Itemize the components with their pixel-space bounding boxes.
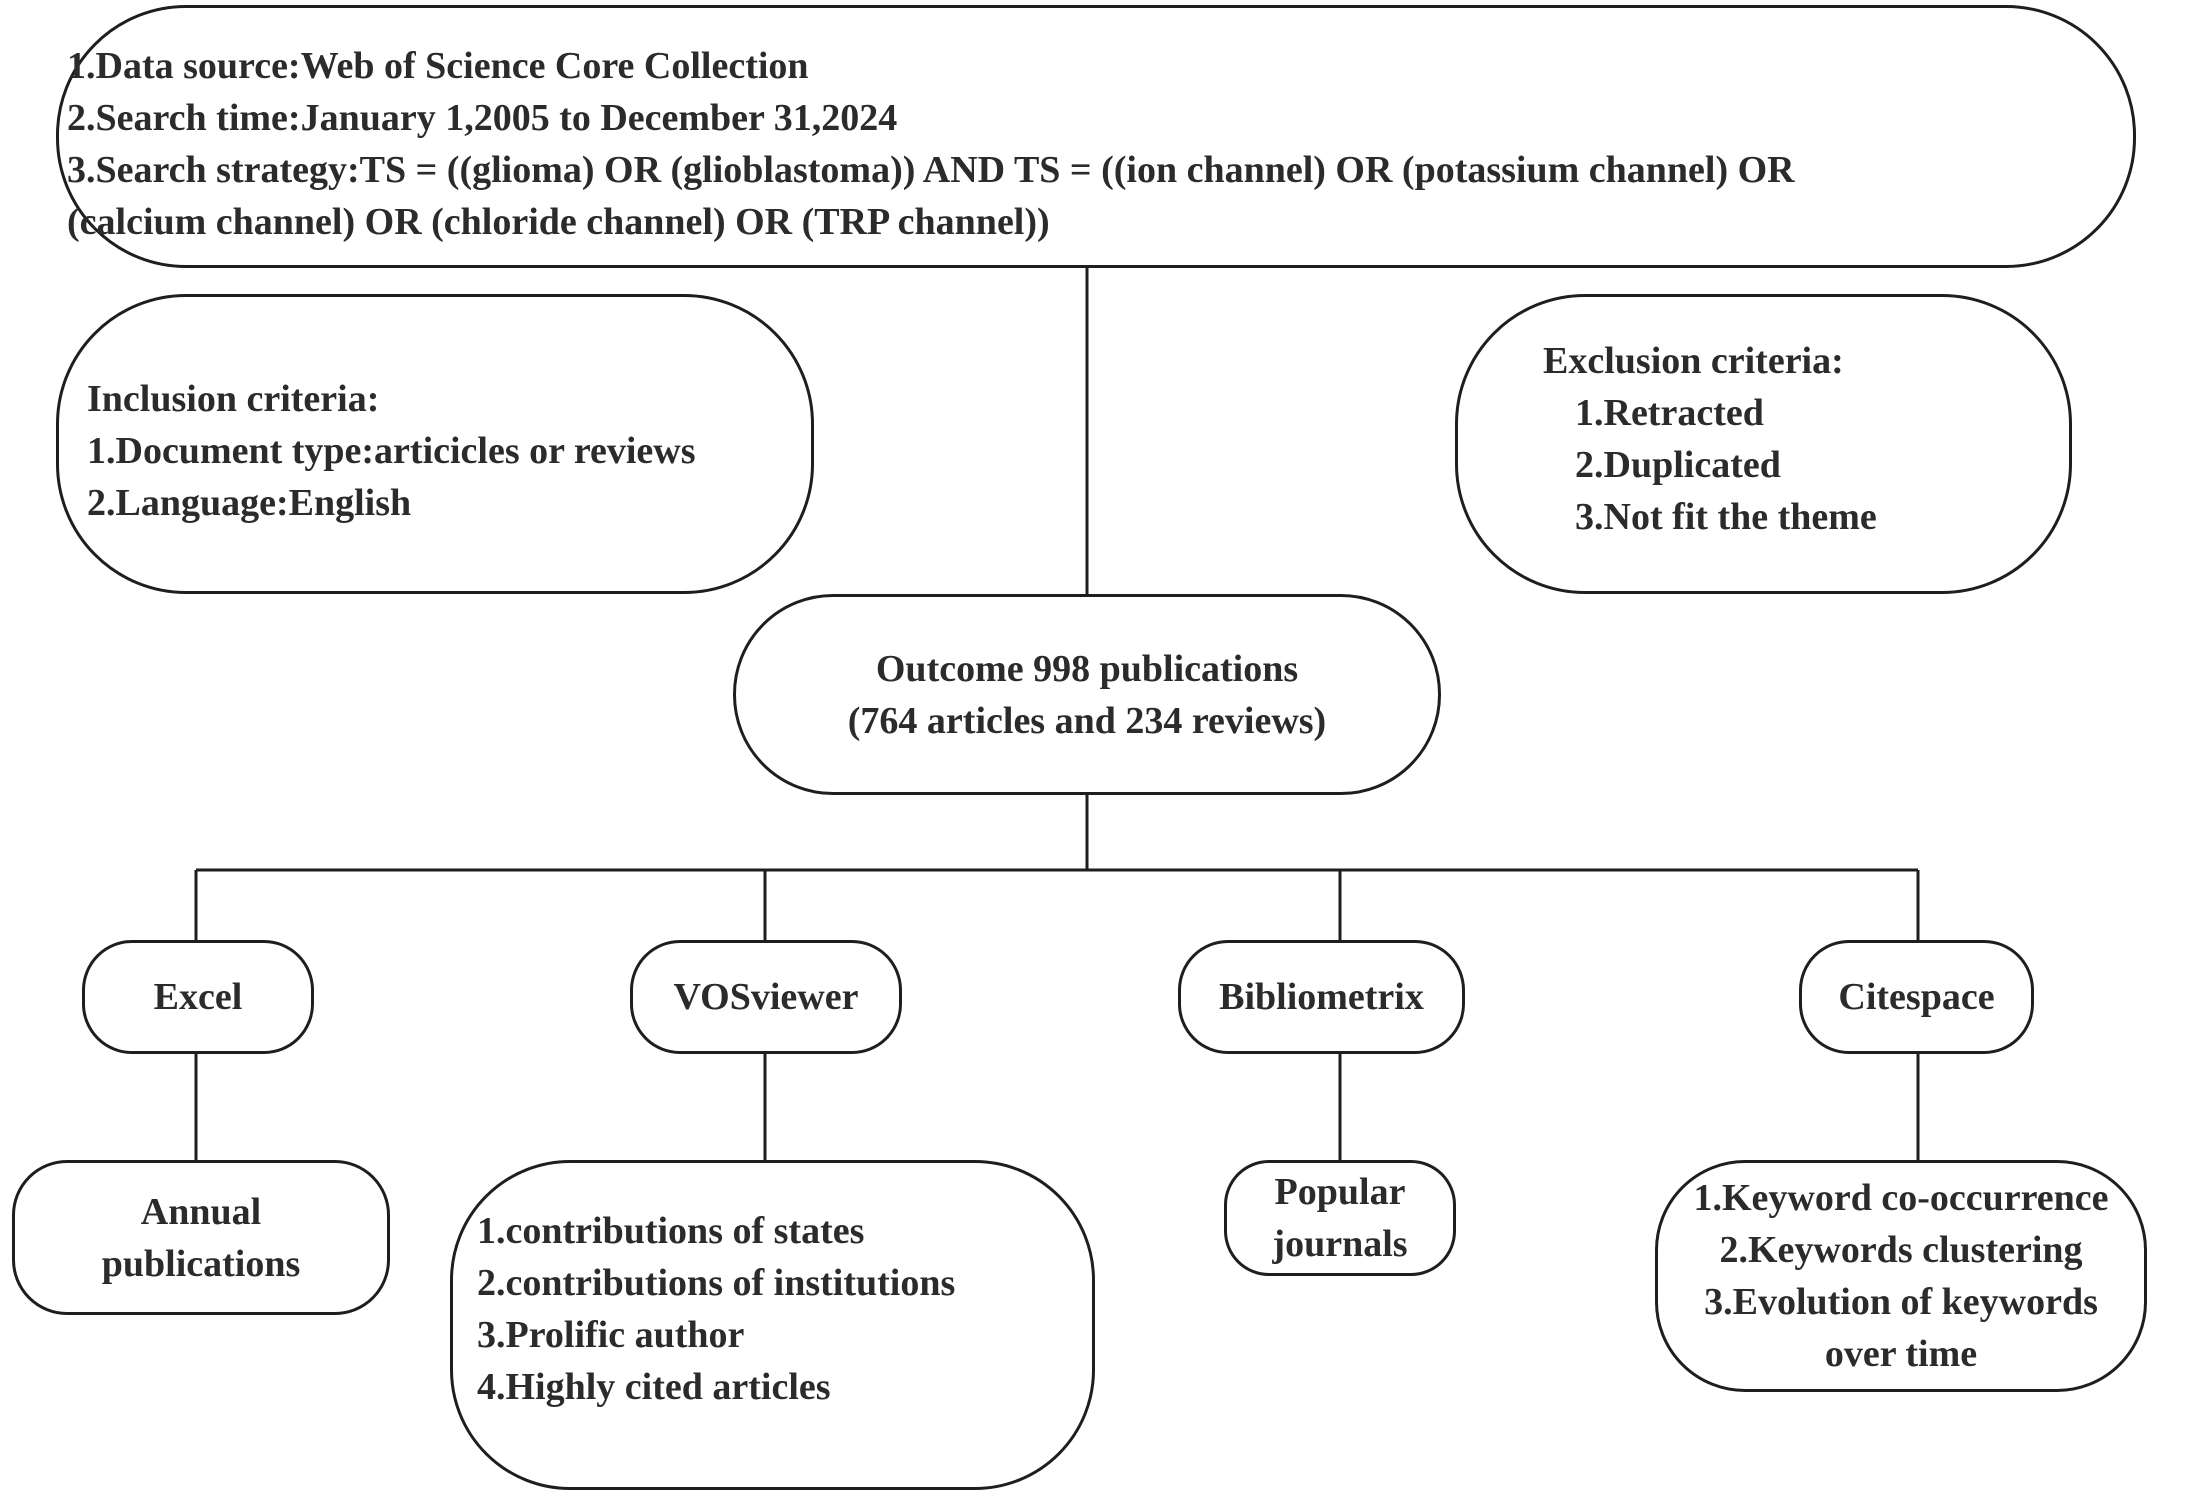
tool-citespace-label: Citespace bbox=[1838, 976, 1995, 1018]
result-vosviewer-line-2: 2.contributions of institutions bbox=[477, 1262, 956, 1304]
tool-vosviewer: VOSviewer bbox=[630, 940, 902, 1054]
result-citespace-line-1: 1.Keyword co-occurrence bbox=[1693, 1177, 2109, 1219]
exclusion-item-3: 3.Not fit the theme bbox=[1575, 496, 1877, 538]
inclusion-title: Inclusion criteria: bbox=[87, 378, 380, 420]
tool-excel: Excel bbox=[82, 940, 314, 1054]
result-citespace-line-4: over time bbox=[1824, 1333, 1978, 1375]
result-bibliometrix-line-2: journals bbox=[1272, 1223, 1408, 1265]
result-vosviewer: 1.contributions of states 2.contribution… bbox=[450, 1160, 1095, 1490]
tool-vosviewer-label: VOSviewer bbox=[673, 976, 859, 1018]
outcome-line-1: Outcome 998 publications bbox=[875, 647, 1299, 690]
search-criteria-box: 1.Data source:Web of Science Core Collec… bbox=[56, 5, 2136, 268]
result-excel-line-1: Annual bbox=[140, 1190, 262, 1233]
inclusion-item-1: 1.Document type:articicles or reviews bbox=[87, 430, 696, 472]
exclusion-item-2: 2.Duplicated bbox=[1575, 444, 1781, 486]
result-bibliometrix-line-1: Popular bbox=[1274, 1171, 1406, 1213]
exclusion-item-1: 1.Retracted bbox=[1575, 392, 1764, 434]
exclusion-criteria-box: Exclusion criteria: 1.Retracted 2.Duplic… bbox=[1455, 294, 2072, 594]
result-vosviewer-line-3: 3.Prolific author bbox=[477, 1314, 745, 1356]
result-bibliometrix: Popular journals bbox=[1224, 1160, 1456, 1276]
inclusion-item-2: 2.Language:English bbox=[87, 482, 412, 524]
tool-citespace: Citespace bbox=[1799, 940, 2034, 1054]
result-citespace-line-3: 3.Evolution of keywords bbox=[1704, 1281, 2098, 1323]
result-excel: Annual publications bbox=[12, 1160, 390, 1315]
result-citespace: 1.Keyword co-occurrence 2.Keywords clust… bbox=[1655, 1160, 2147, 1392]
inclusion-criteria-box: Inclusion criteria: 1.Document type:arti… bbox=[56, 294, 814, 594]
search-line-3: 3.Search strategy:TS = ((glioma) OR (gli… bbox=[67, 149, 1795, 191]
exclusion-title: Exclusion criteria: bbox=[1543, 340, 1844, 382]
tool-excel-label: Excel bbox=[153, 976, 243, 1018]
search-line-2: 2.Search time:January 1,2005 to December… bbox=[67, 97, 898, 139]
tool-bibliometrix: Bibliometrix bbox=[1178, 940, 1465, 1054]
result-vosviewer-line-1: 1.contributions of states bbox=[477, 1210, 865, 1252]
result-excel-line-2: publications bbox=[101, 1242, 301, 1285]
result-vosviewer-line-4: 4.Highly cited articles bbox=[477, 1366, 831, 1408]
tool-bibliometrix-label: Bibliometrix bbox=[1219, 976, 1424, 1018]
outcome-line-2: (764 articles and 234 reviews) bbox=[847, 699, 1327, 742]
search-line-4: (calcium channel) OR (chloride channel) … bbox=[67, 201, 1050, 243]
result-citespace-line-2: 2.Keywords clustering bbox=[1719, 1229, 2083, 1271]
search-line-1: 1.Data source:Web of Science Core Collec… bbox=[67, 45, 809, 87]
outcome-box: Outcome 998 publications (764 articles a… bbox=[733, 594, 1441, 795]
